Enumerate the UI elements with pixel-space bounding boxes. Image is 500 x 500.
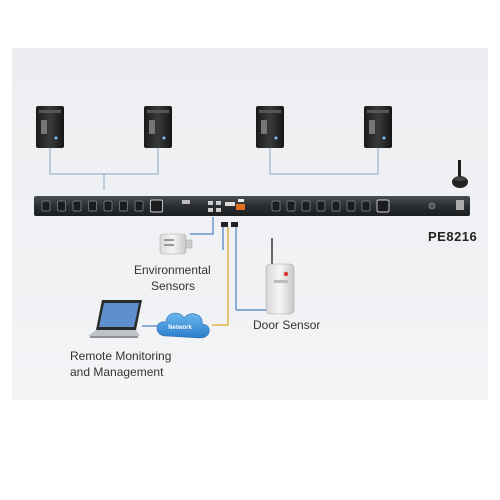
laptop — [88, 300, 142, 338]
pdu-breaker — [428, 202, 436, 210]
outlet — [72, 200, 82, 212]
outlet — [57, 200, 66, 212]
outlet — [88, 200, 97, 212]
model-label: PE8216 — [428, 229, 478, 244]
outlet — [134, 200, 144, 212]
outlet — [41, 200, 51, 212]
pdu-connectors — [221, 222, 238, 227]
server-power-links — [49, 148, 379, 190]
pdu-port — [216, 201, 221, 205]
outlet-large — [376, 199, 390, 213]
pdu — [34, 196, 470, 216]
outlet — [271, 200, 281, 212]
server-1 — [36, 106, 64, 148]
outlet — [361, 200, 371, 212]
outlet — [286, 200, 296, 212]
outlet-group-left — [41, 199, 163, 213]
remote-monitoring-label: Remote Monitoring and Management — [70, 349, 172, 379]
pdu-port — [208, 208, 213, 212]
sensor-links — [190, 217, 268, 326]
pdu-orange-port — [236, 204, 245, 210]
outlet — [103, 200, 113, 212]
outlet-large — [150, 199, 163, 213]
link-servers-left — [49, 148, 159, 175]
network-cloud: Network — [156, 312, 210, 339]
pdu-display-led — [182, 200, 190, 204]
outlet — [301, 200, 311, 212]
link-servers-right — [269, 148, 379, 175]
pdu-port — [225, 202, 235, 206]
network-label: Network — [168, 325, 192, 331]
environmental-sensor — [159, 233, 193, 255]
outlet — [346, 200, 356, 212]
pdu-port — [216, 208, 221, 212]
pdu-port — [208, 201, 213, 205]
tower-icon — [452, 160, 468, 188]
pdu-inlet — [456, 200, 464, 210]
outlet — [316, 200, 326, 212]
door-sensor — [265, 238, 295, 315]
door-sensor-label: Door Sensor — [253, 318, 321, 332]
outlet-group-right — [271, 199, 390, 213]
environmental-sensors-label: Environmental Sensors — [134, 263, 211, 293]
server-3 — [256, 106, 284, 148]
server-2 — [144, 106, 172, 148]
pdu-label-chip — [238, 199, 244, 202]
diagram-background — [12, 48, 488, 400]
outlet — [331, 200, 341, 212]
server-4 — [364, 106, 392, 148]
outlet — [119, 200, 128, 212]
